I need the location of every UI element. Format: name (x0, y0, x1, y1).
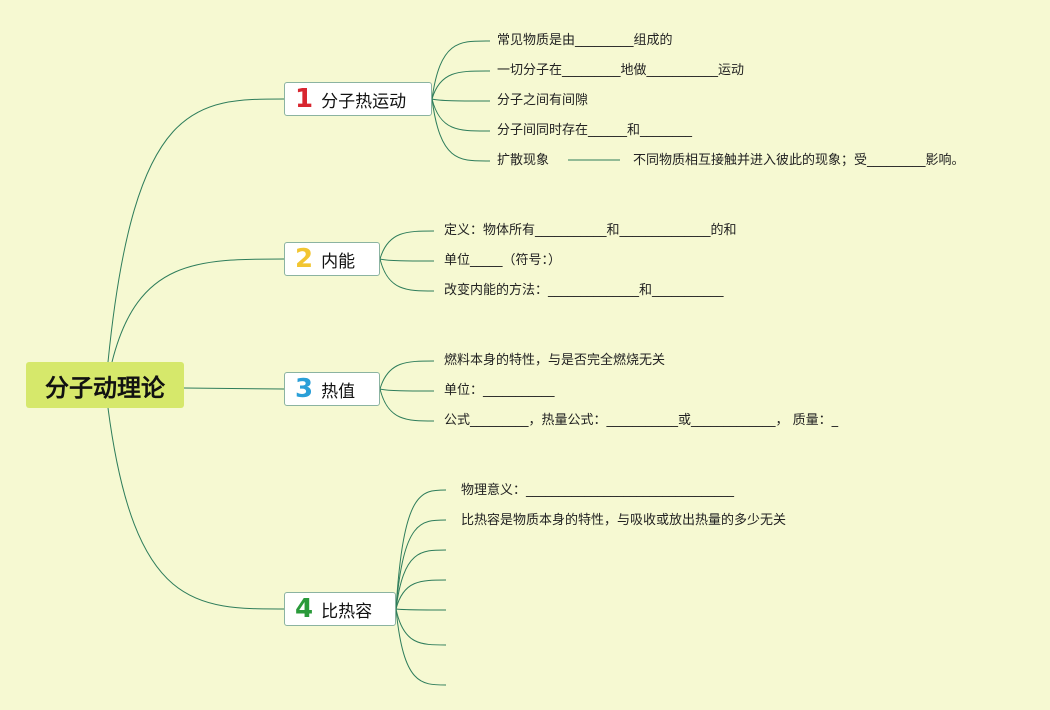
leaf-item[interactable]: 分子间同时存在______和________ (497, 123, 693, 138)
branch-specific-heat[interactable]: 4 比热容 (284, 592, 396, 626)
leaf-item[interactable]: 常见物质是由_________组成的 (497, 33, 673, 48)
leaf-item[interactable]: 公式_________，热量公式：___________或___________… (444, 413, 839, 428)
branch-number-4: 4 (295, 594, 314, 624)
branch-molecular-motion[interactable]: 1 分子热运动 (284, 82, 432, 116)
root-to-branch-4 (107, 407, 285, 610)
leaf-item[interactable]: 定义：物体所有___________和______________的和 (444, 223, 737, 238)
root-topic-label: 分子动理论 (45, 373, 165, 402)
root-to-branch-3 (183, 387, 285, 390)
branch-1-leaf-link (431, 40, 487, 100)
root-topic[interactable]: 分子动理论 (26, 362, 184, 408)
branch-4-leaf-link (395, 519, 447, 610)
branch-4-leaf-link (395, 549, 447, 610)
leaf-item[interactable]: 燃料本身的特性，与是否完全燃烧无关 (444, 353, 666, 368)
branch-label: 分子热运动 (321, 91, 407, 112)
leaf-item[interactable]: 物理意义：________________________________ (461, 483, 735, 498)
leaf-item[interactable]: 改变内能的方法：______________和___________ (444, 283, 724, 298)
branch-label: 比热容 (321, 601, 373, 622)
branch-1-leaf-link (431, 98, 487, 102)
leaf-item[interactable]: 单位：___________ (444, 383, 555, 398)
branch-2-leaf-link (379, 230, 435, 260)
leaf-item[interactable]: 比热容是物质本身的特性，与吸收或放出热量的多少无关 (461, 513, 787, 528)
branch-label: 热值 (321, 381, 356, 402)
branch-4-leaf-link (395, 608, 447, 611)
branch-4-leaf-link (395, 608, 447, 646)
branch-1-leaf-link (431, 98, 487, 162)
leaf-item[interactable]: 单位_____（符号：） (444, 253, 562, 268)
branch-number-3: 3 (295, 374, 314, 404)
branch-4-leaf-link (395, 608, 447, 686)
leaf-diffusion[interactable]: 扩散现象 (497, 153, 550, 168)
leaf-diffusion-detail[interactable]: 不同物质相互接触并进入彼此的现象；受_________影响。 (633, 153, 965, 168)
branch-1-leaf-link (431, 98, 487, 132)
branch-1-leaf-link (431, 70, 487, 100)
branch-label: 内能 (321, 251, 356, 272)
branch-3-leaf-link (379, 388, 435, 392)
leaf-item[interactable]: 分子之间有间隙 (497, 93, 589, 108)
leaf-item[interactable]: 一切分子在_________地做___________运动 (497, 63, 745, 78)
branch-2-leaf-link (379, 258, 435, 292)
branch-heat-value[interactable]: 3 热值 (284, 372, 380, 406)
branch-2-leaf-link (379, 258, 435, 262)
root-to-branch-1 (107, 98, 285, 363)
branch-3-leaf-link (379, 360, 435, 390)
branch-internal-energy[interactable]: 2 内能 (284, 242, 380, 276)
branch-3-leaf-link (379, 388, 435, 422)
branch-number-1: 1 (295, 84, 314, 114)
root-to-branch-2 (111, 258, 285, 363)
branch-number-2: 2 (295, 244, 314, 274)
branch-4-leaf-link (395, 579, 447, 610)
branch-4-leaf-link (395, 489, 447, 610)
